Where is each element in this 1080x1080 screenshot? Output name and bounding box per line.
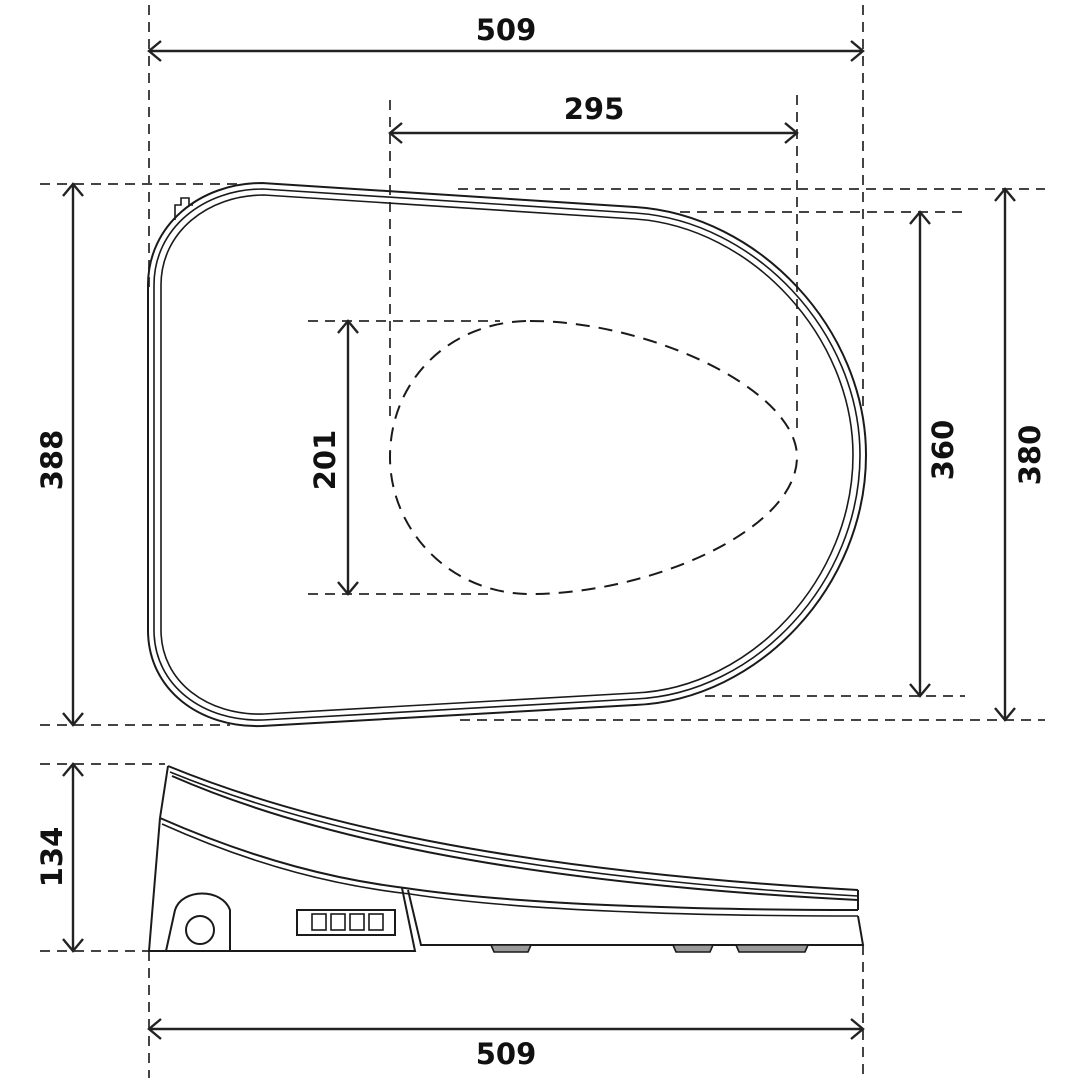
arrow-down-icon bbox=[62, 938, 84, 953]
hinge-tab-icon bbox=[174, 197, 193, 220]
foot-1 bbox=[489, 944, 533, 953]
foot-2 bbox=[671, 944, 715, 953]
seat-outline-outer bbox=[147, 181, 868, 728]
hinge-circle-icon bbox=[185, 915, 215, 945]
arrow-right-icon bbox=[850, 40, 865, 62]
dim-label-opening-length: 295 bbox=[564, 92, 625, 126]
seat-outline-inner bbox=[160, 194, 854, 715]
seat-ring-line bbox=[159, 817, 859, 911]
dimension-labels: 509 295 388 201 360 380 134 509 bbox=[35, 13, 1047, 1071]
dim-label-opening-width: 201 bbox=[308, 430, 342, 491]
control-button-1 bbox=[311, 913, 327, 931]
arrow-up-icon bbox=[62, 182, 84, 197]
hinge-cover bbox=[165, 892, 231, 952]
arrow-up-icon bbox=[909, 210, 931, 225]
body-outline bbox=[147, 817, 417, 952]
dim-label-inner-width: 360 bbox=[926, 420, 960, 481]
arrow-left-icon bbox=[147, 1018, 162, 1040]
dimension-lines bbox=[62, 40, 1016, 1040]
arrow-down-icon bbox=[994, 707, 1016, 722]
seat-opening bbox=[388, 319, 799, 596]
arrow-down-icon bbox=[337, 581, 359, 596]
lid-underside-line bbox=[171, 775, 859, 901]
extension-lines bbox=[40, 5, 1045, 1078]
dim-label-outer-width: 380 bbox=[1013, 425, 1047, 486]
arrow-up-icon bbox=[62, 762, 84, 777]
top-view bbox=[147, 181, 868, 728]
side-view bbox=[147, 765, 865, 953]
control-panel bbox=[296, 909, 396, 936]
arrow-left-icon bbox=[388, 122, 403, 144]
foot-3 bbox=[734, 944, 810, 953]
arrow-down-icon bbox=[62, 712, 84, 727]
dim-label-overall-depth: 388 bbox=[35, 430, 69, 491]
lid-back-edge bbox=[159, 765, 169, 819]
arrow-up-icon bbox=[337, 319, 359, 334]
seat-ring-line-2 bbox=[161, 823, 859, 917]
lid-top-line-2 bbox=[169, 771, 859, 897]
control-button-3 bbox=[349, 913, 365, 931]
arrow-up-icon bbox=[994, 187, 1016, 202]
arrow-down-icon bbox=[909, 683, 931, 698]
lid-top-line bbox=[167, 765, 859, 891]
arrow-right-icon bbox=[850, 1018, 865, 1040]
base-outline bbox=[407, 889, 865, 946]
arrow-left-icon bbox=[147, 40, 162, 62]
dim-label-overall-length-bottom: 509 bbox=[476, 1037, 537, 1071]
control-button-2 bbox=[330, 913, 346, 931]
dim-label-overall-length-top: 509 bbox=[476, 13, 537, 47]
dim-label-height: 134 bbox=[35, 827, 69, 888]
seat-outline-middle bbox=[153, 188, 861, 721]
control-button-4 bbox=[368, 913, 384, 931]
arrow-right-icon bbox=[784, 122, 799, 144]
